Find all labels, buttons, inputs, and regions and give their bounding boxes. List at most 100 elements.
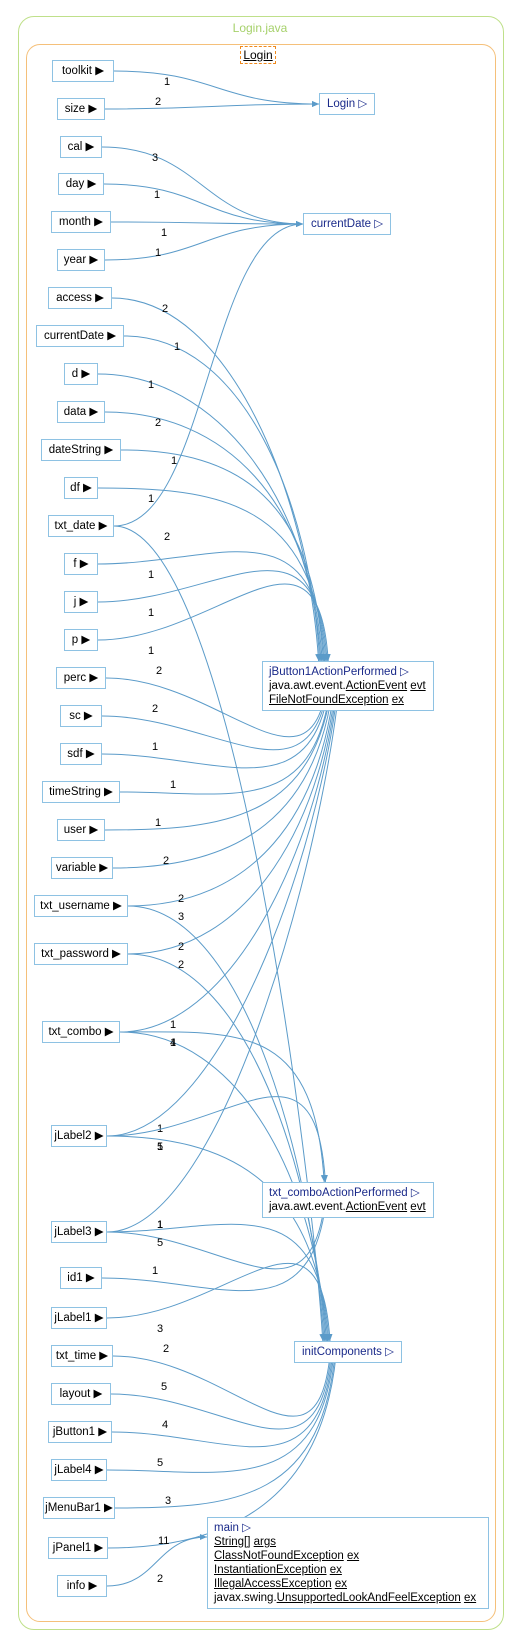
field-info[interactable]: info ▶: [57, 1575, 107, 1597]
field-timestring[interactable]: timeString ▶: [42, 781, 120, 803]
param-type-link[interactable]: IllegalAccessException: [214, 1578, 332, 1590]
field-txt-password[interactable]: txt_password ▶: [34, 943, 128, 965]
field-year[interactable]: year ▶: [57, 249, 105, 271]
param-type-link[interactable]: String[]: [214, 1536, 251, 1548]
field-jlabel4[interactable]: jLabel4 ▶: [51, 1459, 107, 1481]
class-frame: [26, 44, 496, 1622]
field-variable[interactable]: variable ▶: [51, 857, 113, 879]
edge-count-label: 11: [158, 1535, 169, 1547]
field-month[interactable]: month ▶: [51, 211, 111, 233]
field-jlabel3[interactable]: jLabel3 ▶: [51, 1221, 107, 1243]
edge-count-label: 1: [148, 569, 154, 581]
param-ex: InstantiationException ex: [214, 1563, 482, 1577]
field-layout[interactable]: layout ▶: [51, 1383, 111, 1405]
field-user[interactable]: user ▶: [57, 819, 105, 841]
field-jlabel1[interactable]: jLabel1 ▶: [51, 1307, 107, 1329]
field-size[interactable]: size ▶: [57, 98, 105, 120]
edge-count-label: 1: [152, 1265, 158, 1277]
edge-count-label: 1: [148, 645, 154, 657]
edge-count-label: 2: [163, 1343, 169, 1355]
method-txt-comboactionperformed[interactable]: txt_comboActionPerformed ▷ java.awt.even…: [262, 1182, 434, 1218]
edge-txt-username-to-jbutton1actionperformed: [127, 660, 340, 907]
edge-count-label: 2: [178, 959, 184, 971]
field-sc[interactable]: sc ▶: [60, 705, 102, 727]
edge-toolkit-to-login: [113, 70, 320, 107]
edge-count-label: 2: [155, 96, 161, 108]
edge-txt-date-to-currentdate: [113, 221, 304, 527]
field-toolkit[interactable]: toolkit ▶: [52, 60, 114, 82]
edge-sc-to-jbutton1actionperformed: [101, 660, 334, 751]
edge-p-to-jbutton1actionperformed: [97, 583, 331, 662]
param-name: ex: [463, 1592, 477, 1604]
method-initcomponents[interactable]: initComponents ▷: [294, 1341, 402, 1363]
param-name: args: [253, 1536, 277, 1548]
method-main[interactable]: main ▷ String[] args ClassNotFoundExcept…: [207, 1517, 489, 1609]
edge-txt-username-to-initcomponents: [127, 905, 327, 1342]
file-title: Login.java: [232, 21, 288, 35]
field-currentdate[interactable]: currentDate ▶: [36, 325, 124, 347]
param-name: evt: [410, 680, 426, 692]
edge-count-label: 4: [170, 1037, 176, 1049]
param-type-link[interactable]: FileNotFoundException: [269, 694, 389, 706]
edge-count-label: 1: [171, 455, 177, 467]
method-currentdate[interactable]: currentDate ▷: [303, 213, 392, 235]
edge-count-label: 1: [148, 493, 154, 505]
edge-count-label: 1: [155, 817, 161, 829]
field-j[interactable]: j ▶: [64, 591, 98, 613]
edge-count-label: 2: [164, 531, 170, 543]
param-type-link[interactable]: ActionEvent: [345, 680, 408, 692]
field-perc[interactable]: perc ▶: [56, 667, 106, 689]
edge-count-label: 1: [157, 1219, 163, 1231]
param-type-link[interactable]: ClassNotFoundException: [214, 1550, 344, 1562]
param-ex: javax.swing.UnsupportedLookAndFeelExcept…: [214, 1591, 482, 1605]
field-txt-username[interactable]: txt_username ▶: [34, 895, 128, 917]
edge-jlabel2-to-initcomponents: [106, 1135, 331, 1342]
field-jlabel2[interactable]: jLabel2 ▶: [51, 1125, 107, 1147]
field-df[interactable]: df ▶: [64, 477, 98, 499]
param-name: ex: [346, 1550, 360, 1562]
field-cal[interactable]: cal ▶: [60, 136, 102, 158]
field-d[interactable]: d ▶: [64, 363, 98, 385]
method-jbutton1actionperformed[interactable]: jButton1ActionPerformed ▷ java.awt.event…: [262, 661, 434, 711]
field-access[interactable]: access ▶: [48, 287, 112, 309]
edge-count-label: 3: [152, 152, 158, 164]
edge-jmenubar1-to-initcomponents: [114, 1340, 339, 1509]
edge-jlabel2-to-jbutton1actionperformed: [106, 660, 343, 1137]
edge-count-label: 1: [161, 227, 167, 239]
field-txt-combo[interactable]: txt_combo ▶: [42, 1021, 120, 1043]
param-type-link[interactable]: ActionEvent: [345, 1201, 408, 1213]
param-name: evt: [410, 1201, 426, 1213]
edge-txt-combo-to-txt-comboactionperformed: [119, 1031, 327, 1183]
field-p[interactable]: p ▶: [64, 629, 98, 651]
param-args: String[] args: [214, 1535, 482, 1549]
edge-f-to-jbutton1actionperformed: [97, 551, 329, 662]
param-name: ex: [334, 1578, 347, 1590]
edge-count-label: 1: [155, 247, 161, 259]
method-main-name: main ▷: [214, 1522, 251, 1534]
field-data[interactable]: data ▶: [57, 401, 105, 423]
edge-count-label: 5: [161, 1381, 167, 1393]
edge-count-label: 2: [178, 893, 184, 905]
field-f[interactable]: f ▶: [64, 553, 98, 575]
edge-jbutton1-to-initcomponents: [111, 1340, 337, 1448]
field-datestring[interactable]: dateString ▶: [41, 439, 121, 461]
field-jbutton1[interactable]: jButton1 ▶: [48, 1421, 112, 1443]
edge-count-label: 5: [157, 1457, 163, 1469]
edge-timestring-to-jbutton1actionperformed: [119, 660, 336, 795]
edge-count-label: 2: [157, 1573, 163, 1585]
param-ex: IllegalAccessException ex: [214, 1577, 482, 1591]
field-id1[interactable]: id1 ▶: [60, 1267, 102, 1289]
field-jmenubar1[interactable]: jMenuBar1 ▶: [43, 1497, 115, 1519]
param-type-link[interactable]: InstantiationException: [214, 1564, 327, 1576]
edge-cal-to-currentdate: [101, 146, 304, 227]
param-type-link[interactable]: UnsupportedLookAndFeelException: [276, 1592, 461, 1604]
field-sdf[interactable]: sdf ▶: [60, 743, 102, 765]
method-login[interactable]: Login ▷: [319, 93, 376, 115]
edge-count-label: 4: [162, 1419, 168, 1431]
field-txt-date[interactable]: txt_date ▶: [48, 515, 114, 537]
field-day[interactable]: day ▶: [58, 173, 104, 195]
class-title[interactable]: Login: [240, 46, 276, 64]
field-jpanel1[interactable]: jPanel1 ▶: [48, 1537, 108, 1559]
field-txt-time[interactable]: txt_time ▶: [51, 1345, 113, 1367]
